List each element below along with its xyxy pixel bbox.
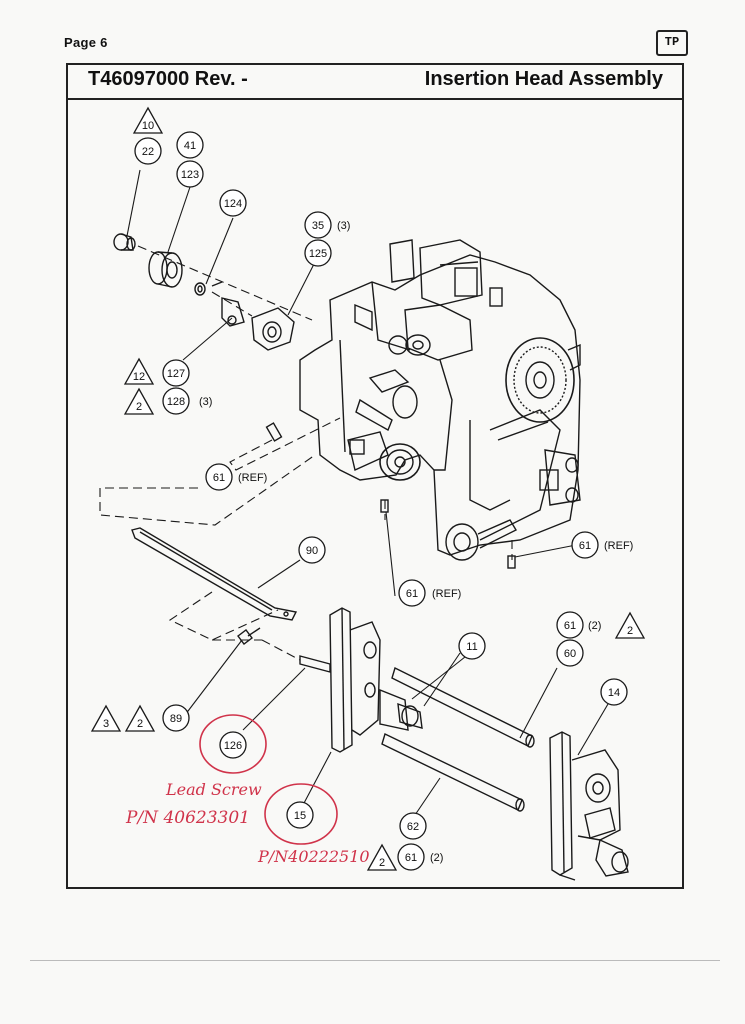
center-slide-assembly <box>299 607 419 753</box>
svg-text:11: 11 <box>466 641 477 653</box>
callout-61-qty2-upper: 61 (2) <box>556 611 601 639</box>
callout-2-left: 2 <box>124 704 156 732</box>
svg-text:12: 12 <box>133 371 145 383</box>
callout-2-right: 2 <box>614 611 646 639</box>
svg-text:125: 125 <box>309 248 327 260</box>
svg-text:2: 2 <box>136 401 142 413</box>
svg-text:(3): (3) <box>199 396 212 408</box>
handwritten-pn-lead-screw: P/N 40623301 <box>125 808 250 828</box>
callout-62: 62 <box>399 812 427 840</box>
callout-10: 10 <box>132 106 164 134</box>
svg-text:22: 22 <box>142 146 154 158</box>
callout-35: 35 (3) <box>304 211 350 239</box>
callout-11: 11 <box>458 632 486 660</box>
upper-small-parts <box>113 233 295 351</box>
callout-89: 89 <box>162 704 190 732</box>
callout-14: 14 <box>600 678 628 706</box>
svg-text:(2): (2) <box>430 852 443 864</box>
callout-60: 60 <box>556 639 584 667</box>
svg-text:(REF): (REF) <box>432 588 461 600</box>
tp-logo-icon: TP <box>656 30 688 56</box>
document-title: Insertion Head Assembly <box>424 68 663 90</box>
svg-text:62: 62 <box>407 821 419 833</box>
callout-22: 22 <box>134 137 162 165</box>
callout-12: 12 <box>123 357 155 385</box>
svg-text:35: 35 <box>312 220 324 232</box>
insertion-head-frame <box>265 239 581 569</box>
svg-text:10: 10 <box>142 120 154 132</box>
callout-61-ref-right: 61 (REF) <box>571 531 633 559</box>
callout-125: 125 <box>304 239 332 267</box>
svg-text:61: 61 <box>564 620 576 632</box>
svg-text:2: 2 <box>627 625 633 637</box>
callout-90: 90 <box>298 536 326 564</box>
drawing-frame <box>66 63 684 889</box>
svg-text:61: 61 <box>213 472 225 484</box>
callout-126: 126 <box>219 731 247 759</box>
svg-text:3: 3 <box>103 718 109 730</box>
guide-rods <box>381 667 535 812</box>
svg-text:90: 90 <box>306 545 318 557</box>
callout-2-upper: 2 <box>123 387 155 415</box>
item-90-bar <box>131 527 298 621</box>
callout-128: 128 (3) <box>162 387 212 415</box>
callout-15: 15 <box>286 801 314 829</box>
callout-2-bottom: 2 <box>366 843 398 871</box>
svg-text:(3): (3) <box>337 220 350 232</box>
handwritten-pn-item-15: P/N40222510 <box>257 847 370 866</box>
item-89-screw <box>237 627 261 645</box>
handwritten-lead-screw: Lead Screw <box>165 780 262 799</box>
svg-text:89: 89 <box>170 713 182 725</box>
svg-text:128: 128 <box>167 396 185 408</box>
scan-edge-line <box>30 960 720 961</box>
svg-text:15: 15 <box>294 810 306 822</box>
svg-text:(REF): (REF) <box>604 540 633 552</box>
callout-41: 41 <box>176 131 204 159</box>
callout-127: 127 <box>162 359 190 387</box>
callout-61-qty2-bottom: 61 (2) <box>397 843 443 871</box>
page-label: Page 6 <box>64 35 108 50</box>
svg-text:41: 41 <box>184 140 196 152</box>
document-number: T46097000 Rev. - <box>88 68 248 90</box>
callout-61-ref-center: 61 (REF) <box>398 579 461 607</box>
red-annotation-marks <box>199 714 338 845</box>
svg-text:(2): (2) <box>588 620 601 632</box>
callout-61-ref-left: 61 (REF) <box>205 463 267 491</box>
svg-text:14: 14 <box>608 687 620 699</box>
item-14-carriage <box>549 731 629 881</box>
svg-text:2: 2 <box>137 718 143 730</box>
svg-text:(REF): (REF) <box>238 472 267 484</box>
header-divider <box>66 98 684 100</box>
svg-text:126: 126 <box>224 740 242 752</box>
callout-3: 3 <box>90 704 122 732</box>
svg-text:123: 123 <box>181 169 199 181</box>
svg-text:61: 61 <box>406 588 418 600</box>
svg-text:61: 61 <box>405 852 417 864</box>
svg-text:124: 124 <box>224 198 242 210</box>
svg-text:61: 61 <box>579 540 591 552</box>
callout-124: 124 <box>219 189 247 217</box>
svg-text:127: 127 <box>167 368 185 380</box>
svg-text:2: 2 <box>379 857 385 869</box>
leader-lines <box>126 169 609 819</box>
svg-text:60: 60 <box>564 648 576 660</box>
callout-123: 123 <box>176 160 204 188</box>
